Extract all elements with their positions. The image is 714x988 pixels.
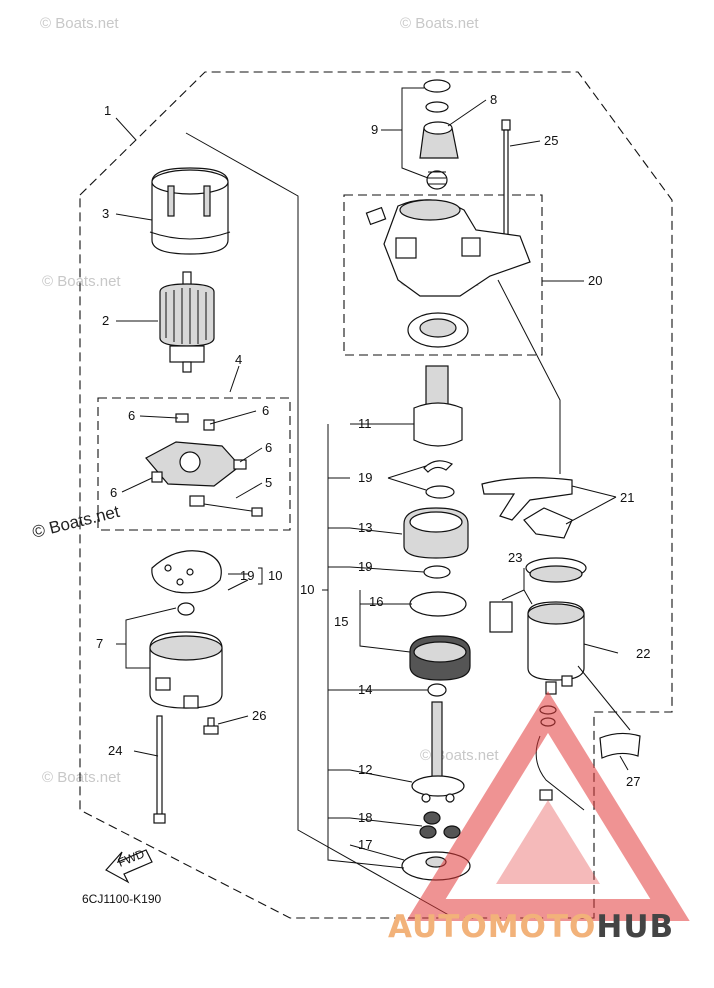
terminal-boot-part: [599, 732, 641, 759]
brush-holder-group-box: [97, 397, 291, 531]
callout-7: 7: [96, 636, 103, 651]
pinion-gear-part: [419, 121, 459, 159]
bushing-part: [427, 683, 447, 697]
callout-3: 3: [102, 206, 109, 221]
callout-2: 2: [102, 313, 109, 328]
diagram-code: 6CJ1100-K190: [82, 892, 161, 906]
callout-6c: 6: [265, 440, 272, 455]
callout-5: 5: [265, 475, 272, 490]
solenoid-part: [527, 601, 585, 695]
callout-labels: 1 3 2 4 6 6 6 6 5 19 10 7 24 26 9 8 25 2…: [96, 92, 650, 852]
watermark-main: © Boats.net: [30, 502, 121, 542]
callout-26: 26: [252, 708, 266, 723]
callout-20: 20: [588, 273, 602, 288]
clip-rings-part: [423, 79, 451, 190]
screw-part: [203, 717, 219, 735]
watermark-text: © Boats.net: [42, 273, 121, 290]
logo-text-part2: HUB: [596, 909, 674, 945]
logo-text-automoto: AUTOMOTOHUB: [388, 909, 674, 945]
assembly-boundary: [79, 71, 673, 919]
front-housing-part: [365, 199, 531, 348]
callout-13: 13: [358, 520, 372, 535]
callout-16: 16: [369, 594, 383, 609]
internal-gear-part: [409, 591, 471, 681]
rear-cover-part: [149, 631, 223, 709]
planet-carrier-shaft-part: [411, 701, 465, 803]
housing-bolt-part: [501, 119, 511, 241]
end-plate-part: [151, 550, 222, 616]
watermark-text: © Boats.net: [400, 15, 479, 32]
gear-holder-part: [403, 507, 469, 559]
pinion-shaft-part: [413, 365, 463, 447]
callout-25: 25: [544, 133, 558, 148]
logo-text-part1: AUTOMOTO: [388, 909, 596, 945]
callout-15: 15: [334, 614, 348, 629]
callout-11: 11: [358, 416, 372, 431]
callout-1: 1: [104, 103, 111, 118]
callout-23: 23: [508, 550, 522, 565]
callout-10b: 10: [300, 582, 314, 597]
automotohub-logo: AUTOMOTOHUB: [388, 691, 690, 945]
callout-17: 17: [358, 837, 372, 852]
callout-19a: 19: [240, 568, 254, 583]
yoke-part: [149, 167, 231, 255]
callout-21: 21: [620, 490, 634, 505]
motor-axis-line: [185, 132, 455, 919]
callout-10a: 10: [268, 568, 282, 583]
callout-22: 22: [636, 646, 650, 661]
shift-lever-part: [481, 477, 573, 539]
callout-14: 14: [358, 682, 372, 697]
through-bolt-part: [153, 715, 166, 824]
logo-inner-triangle-icon: [496, 800, 600, 884]
housing-group-box: [343, 194, 543, 356]
callout-6b: 6: [262, 403, 269, 418]
watermark-text: © Boats.net: [40, 15, 119, 32]
planet-gears-part: [419, 811, 461, 839]
callout-8: 8: [490, 92, 497, 107]
watermark-text: © Boats.net: [42, 769, 121, 786]
bracket: [258, 567, 263, 585]
callout-6d: 6: [110, 485, 117, 500]
callout-12: 12: [358, 762, 372, 777]
brush-holder-part: [145, 413, 263, 517]
fwd-arrow-icon: FWD: [105, 846, 153, 884]
callout-4: 4: [235, 352, 242, 367]
callout-18: 18: [358, 810, 372, 825]
solenoid-cap-part: [489, 557, 587, 633]
callout-27: 27: [626, 774, 640, 789]
leader-lines: [115, 87, 631, 869]
logo-triangle-icon: [406, 691, 690, 921]
retainer-rings-part: [423, 460, 455, 579]
callout-6a: 6: [128, 408, 135, 423]
callout-19b: 19: [358, 470, 372, 485]
callout-19c: 19: [358, 559, 372, 574]
callout-9: 9: [371, 122, 378, 137]
armature-part: [159, 271, 215, 373]
callout-24: 24: [108, 743, 122, 758]
